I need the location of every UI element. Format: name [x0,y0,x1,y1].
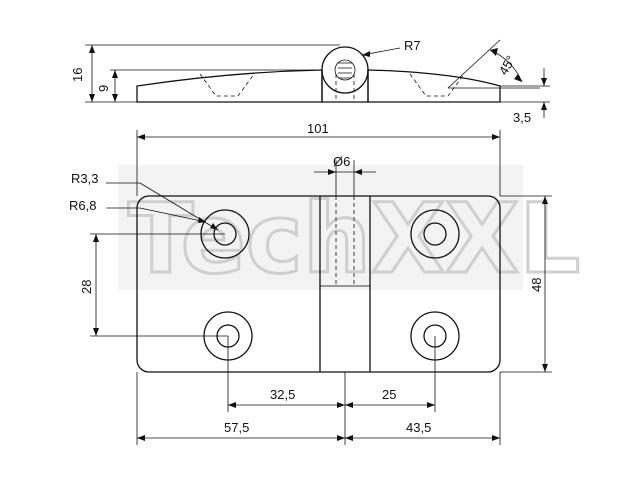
r68-label: R6,8 [69,198,96,213]
side-pin-hidden [335,74,355,102]
dim48-label: 48 [529,278,544,292]
angle-arrow-2 [514,74,522,82]
knuckle-pin-region [319,195,371,287]
dia6-arrow-right [354,169,362,175]
dim575-arrow-left [137,435,145,441]
dim28-arrow-bottom [93,328,99,336]
dia6-label: Ø6 [333,154,350,169]
dim25-arrow-left [345,402,353,408]
dim48-arrow-top [542,196,548,204]
side-view: 16 9 R7 45° 3,5 [70,38,550,125]
dim35-arrow-top [541,78,547,86]
dim35-arrow-bottom [541,102,547,110]
side-right-leaf [367,69,501,103]
dim16-arrow-bottom [89,94,95,102]
dim435-arrow-left [345,435,353,441]
dim575-arrow-right [337,435,345,441]
dim25-label: 25 [382,387,396,402]
angle-leg-1 [447,39,501,89]
dim9-arrow-bottom [112,94,118,102]
dim35-label: 3,5 [513,110,531,125]
side-countersink-left [199,73,255,97]
pin-hidden-lines [335,196,355,286]
side-pin-hatch [338,62,352,79]
dim575-label: 57,5 [224,420,249,435]
side-knuckle-base [321,70,369,103]
r68-leader [139,207,207,223]
dim9-label: 9 [96,85,111,92]
r68-arrow [198,217,206,223]
r33-arrow [210,223,218,230]
side-left-leaf [136,69,323,103]
dim28-arrow-top [93,234,99,242]
dim48-arrow-bottom [542,364,548,372]
dim16-label: 16 [70,68,85,82]
dim101-arrow-left [137,134,145,140]
angle-label: 45° [496,53,519,78]
side-knuckle-circle [321,46,369,94]
r33-label: R3,3 [71,171,98,186]
dim325-label: 32,5 [270,387,295,402]
counterbore-top-right [410,209,460,259]
dia6-arrow-left [328,169,336,175]
hole-inner-top-right [423,222,447,246]
dim101-label: 101 [307,121,329,136]
dim325-arrow-right [337,402,345,408]
hole-top-right [410,209,460,259]
dim435-arrow-right [492,435,500,441]
side-countersink-right [409,73,465,97]
side-pin-circle [334,59,356,81]
hinge-outline [136,195,501,373]
top-view: 101 Ø6 R3,3 R6,8 28 48 [69,121,552,445]
dim28-label: 28 [79,280,94,294]
dim101-arrow-right [492,134,500,140]
angle-arrow-1 [490,48,498,56]
dim25-arrow-right [427,402,435,408]
dim9-arrow-top [112,70,118,78]
r7-label: R7 [404,38,421,53]
dim435-label: 43,5 [406,420,431,435]
dim325-arrow-left [228,402,236,408]
dim16-arrow-top [89,45,95,53]
r7-arrow [362,51,370,57]
